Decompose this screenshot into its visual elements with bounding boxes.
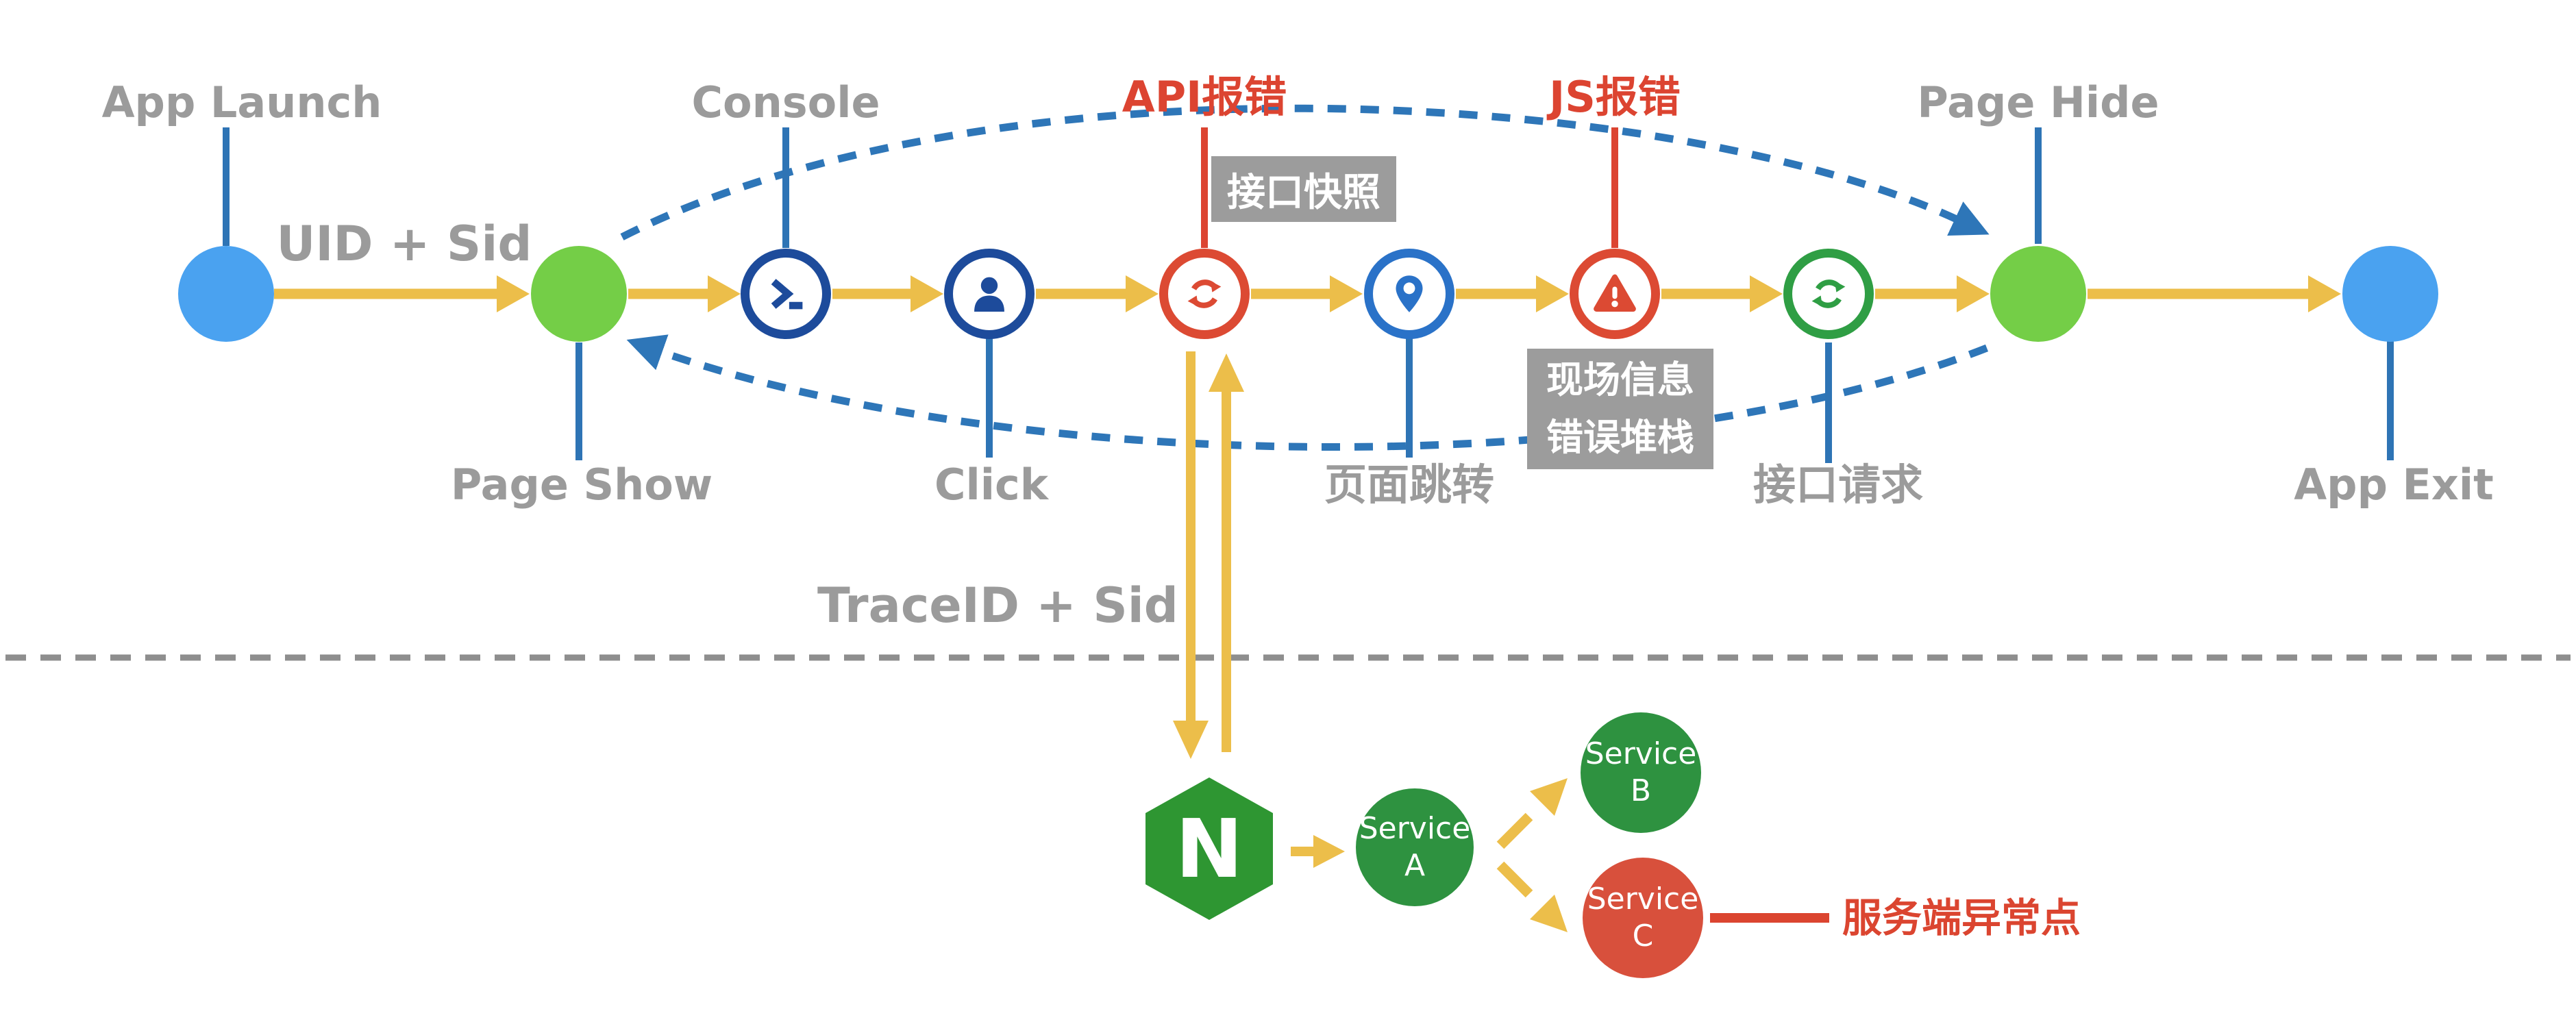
node-page-show (531, 246, 627, 342)
callout-scene-info: 现场信息 错误堆栈 (1527, 349, 1713, 469)
service-b-node: Service B (1581, 712, 1701, 833)
service-c-line2: C (1632, 919, 1654, 954)
label-traceid-sid: TraceID + Sid (817, 577, 1178, 634)
service-b-line2: B (1630, 773, 1652, 808)
node-page-hide (1990, 246, 2086, 342)
nginx-hexagon-icon (1145, 777, 1273, 920)
server-exception-annotation: 服务端异常点 (1842, 895, 2081, 941)
user-icon (974, 277, 1004, 312)
node-api-request (1783, 249, 1874, 339)
service-a-node: Service A (1356, 788, 1474, 906)
node-api-error (1159, 249, 1250, 339)
blue-connectors (223, 127, 2394, 463)
label-click: Click (934, 460, 1048, 510)
sync-icon (1811, 279, 1846, 308)
label-js-error: JS报错 (1549, 72, 1681, 122)
service-a-line1: Service (1359, 811, 1471, 846)
node-app-launch (178, 246, 274, 342)
service-a-to-b-arrow (1496, 778, 1568, 849)
session-arc-return (626, 334, 1989, 451)
node-app-exit (2342, 246, 2438, 342)
pin-icon (1396, 275, 1423, 312)
red-connectors (1201, 127, 1618, 248)
node-js-error (1570, 249, 1660, 339)
label-page-jump: 页面跳转 (1324, 460, 1494, 510)
label-app-exit: App Exit (2294, 460, 2494, 510)
nginx-letter: N (1175, 801, 1243, 896)
sync-icon (1187, 279, 1222, 308)
node-page-jump (1364, 249, 1454, 339)
label-page-hide: Page Hide (1917, 77, 2159, 127)
warning-icon (1594, 274, 1636, 312)
label-api-request: 接口请求 (1753, 460, 1923, 510)
session-arc-forward (620, 104, 1990, 240)
trace-up-arrow (1209, 353, 1244, 752)
service-a-line2: A (1404, 848, 1426, 883)
service-a-to-c-arrow (1496, 861, 1568, 932)
nginx-to-service-a-arrow (1291, 835, 1345, 868)
label-uid-sid: UID + Sid (276, 216, 532, 272)
timeline-arrows (274, 275, 2341, 312)
callout-scene-line2: 错误堆栈 (1546, 416, 1694, 459)
callout-api-snapshot-text: 接口快照 (1227, 170, 1380, 215)
label-page-show: Page Show (450, 460, 713, 510)
callout-api-snapshot: 接口快照 (1211, 156, 1396, 222)
label-app-launch: App Launch (101, 77, 382, 127)
node-click (944, 249, 1035, 339)
nginx-node: N (1145, 777, 1273, 920)
service-c-line1: Service (1587, 882, 1699, 917)
terminal-icon (771, 279, 803, 310)
service-c-node: Service C (1583, 858, 1703, 978)
trace-down-arrow (1173, 351, 1209, 759)
label-api-error: API报错 (1122, 72, 1287, 122)
callout-scene-line1: 现场信息 (1546, 358, 1694, 401)
label-console: Console (691, 77, 880, 127)
node-console (741, 249, 831, 339)
service-b-line1: Service (1585, 736, 1697, 771)
